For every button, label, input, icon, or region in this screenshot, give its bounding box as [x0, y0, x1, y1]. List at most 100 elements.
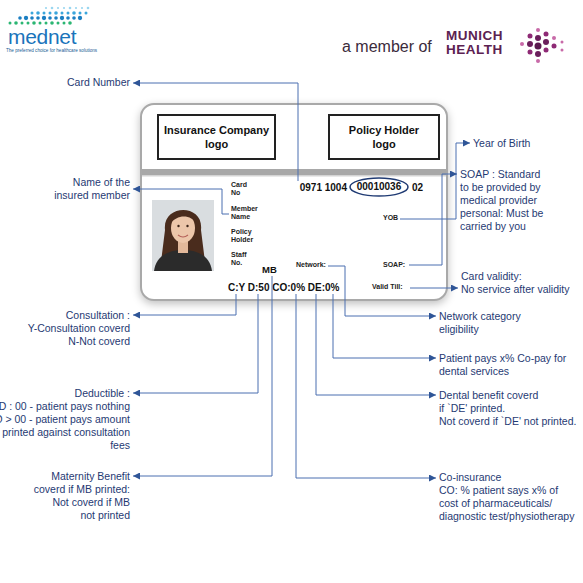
logo-dot	[520, 42, 524, 46]
callout-text: Network category eligibility	[439, 310, 529, 336]
logo-dot	[536, 28, 540, 32]
logo-dot	[45, 22, 48, 25]
logo-dot	[9, 22, 12, 25]
logo-dot	[14, 21, 18, 25]
callout-text: Card validity:	[461, 270, 576, 283]
field-label: Valid Till:	[372, 283, 403, 291]
logo-dot	[36, 11, 40, 15]
field-label: SOAP:	[383, 261, 405, 269]
insurance-card: Card No0971 100402Member NameYOBPolicy H…	[140, 103, 448, 301]
callout-text: SOAP : Standard to be provided by medica…	[460, 168, 550, 233]
munich-logo-dots	[520, 28, 564, 63]
logo-dot	[75, 7, 77, 9]
callout-text: Y-Consultation coverd	[0, 322, 130, 335]
callout-text: CO: % patient says x% of cost of pharmac…	[439, 484, 577, 523]
logo-dot	[43, 12, 46, 15]
logo-dot	[544, 32, 549, 37]
logo-dot	[49, 12, 52, 15]
logo-dot	[27, 22, 30, 25]
logo-dot	[51, 7, 54, 10]
callout-text: Year of Birth	[473, 137, 573, 150]
leader-line	[316, 294, 436, 395]
logo-dot	[528, 50, 533, 55]
logo-dot	[61, 12, 64, 15]
logo-dot	[528, 34, 533, 39]
logo-dot	[72, 11, 76, 15]
callout-text: Dental benefit coverd if `DE' printed.	[439, 389, 543, 415]
callout-text: D > 00 - patient pays amount printed aga…	[0, 413, 130, 452]
logo-tagline: The preferred choice for healthcare solu…	[6, 48, 97, 53]
logo-dot	[48, 16, 52, 20]
card-number: 02	[412, 182, 423, 194]
logo-dot	[63, 22, 66, 25]
callout-text: Not coverd if `DE' not printed.	[439, 415, 581, 428]
logo-dot	[536, 59, 540, 63]
logo-dot	[527, 41, 533, 47]
field-label: YOB	[383, 214, 398, 222]
callout-text: Not coverd if MB not printed	[45, 496, 130, 522]
logo-dot	[85, 12, 88, 15]
logo-dot	[42, 16, 46, 20]
logo-dot	[561, 41, 564, 44]
logo-dot	[32, 21, 36, 25]
logo-dot	[72, 16, 76, 20]
logo-dot	[552, 44, 557, 49]
logo-dot	[543, 39, 549, 45]
field-label: Network:	[296, 261, 326, 269]
logo-dot	[50, 21, 54, 25]
callout-text: N-Not coverd	[0, 335, 130, 348]
leader-line	[133, 294, 258, 393]
logo-dot	[69, 7, 72, 10]
logo-dot	[18, 16, 22, 20]
logo-dot	[544, 48, 549, 53]
leader-line	[133, 276, 272, 476]
logo-text: MUNICH HEALTH	[446, 29, 503, 57]
logo-dot	[68, 21, 72, 25]
logo-dot	[54, 16, 58, 20]
callout-text: Card Number	[30, 76, 130, 89]
logo-dot	[81, 7, 83, 9]
callout-text: Name of the insured member	[50, 176, 130, 202]
logo-dot	[36, 16, 40, 20]
logo-dot	[21, 22, 24, 25]
logo-dot	[24, 16, 28, 20]
logo-dot	[535, 35, 541, 41]
callout-text: Patient pays x% Co-pay for dental servic…	[439, 352, 574, 378]
callout-text: Consultation :	[0, 309, 130, 322]
card-number: 00010036	[357, 181, 402, 193]
logo-dot	[30, 16, 34, 20]
logo-dot	[54, 11, 58, 15]
callout-text: Maternity Benefit	[0, 470, 130, 483]
field-label: Staff No.	[231, 251, 247, 267]
logo-dot	[67, 12, 70, 15]
logo-dot	[78, 16, 82, 20]
benefit-code: MB	[262, 264, 277, 275]
logo-label: Policy Holder logo	[342, 123, 427, 151]
oval-outline	[350, 178, 408, 196]
logo-box: Policy Holder logo	[328, 114, 440, 160]
logo-dot	[31, 12, 34, 15]
logo-dot	[87, 7, 90, 10]
logo-text: mednet	[8, 26, 76, 48]
logo-dot	[535, 43, 542, 50]
benefit-code: C:Y D:50 CO:0% DE:0%	[228, 282, 340, 294]
logo-label: Insurance Company logo	[162, 123, 272, 151]
logo-dot	[45, 7, 47, 9]
callout-text: D : 00 - patient pays nothing	[0, 400, 130, 413]
logo-dot	[39, 22, 42, 25]
leader-line	[333, 294, 436, 358]
card-number: 0971 1004	[300, 182, 347, 194]
logo-dot	[57, 7, 59, 9]
logo-dot	[535, 51, 541, 57]
callout-text: Deductible :	[0, 387, 130, 400]
callout-text: coverd if MB printed:	[0, 483, 130, 496]
logo-dot	[79, 12, 82, 15]
callout-text: Co-insurance	[439, 471, 577, 484]
field-label: Card No	[231, 181, 247, 197]
leader-line	[296, 294, 436, 478]
callout-text: No service after validity	[461, 283, 579, 296]
leader-lines	[133, 83, 470, 478]
logo-dot	[57, 22, 60, 25]
logo-dot	[66, 16, 70, 20]
